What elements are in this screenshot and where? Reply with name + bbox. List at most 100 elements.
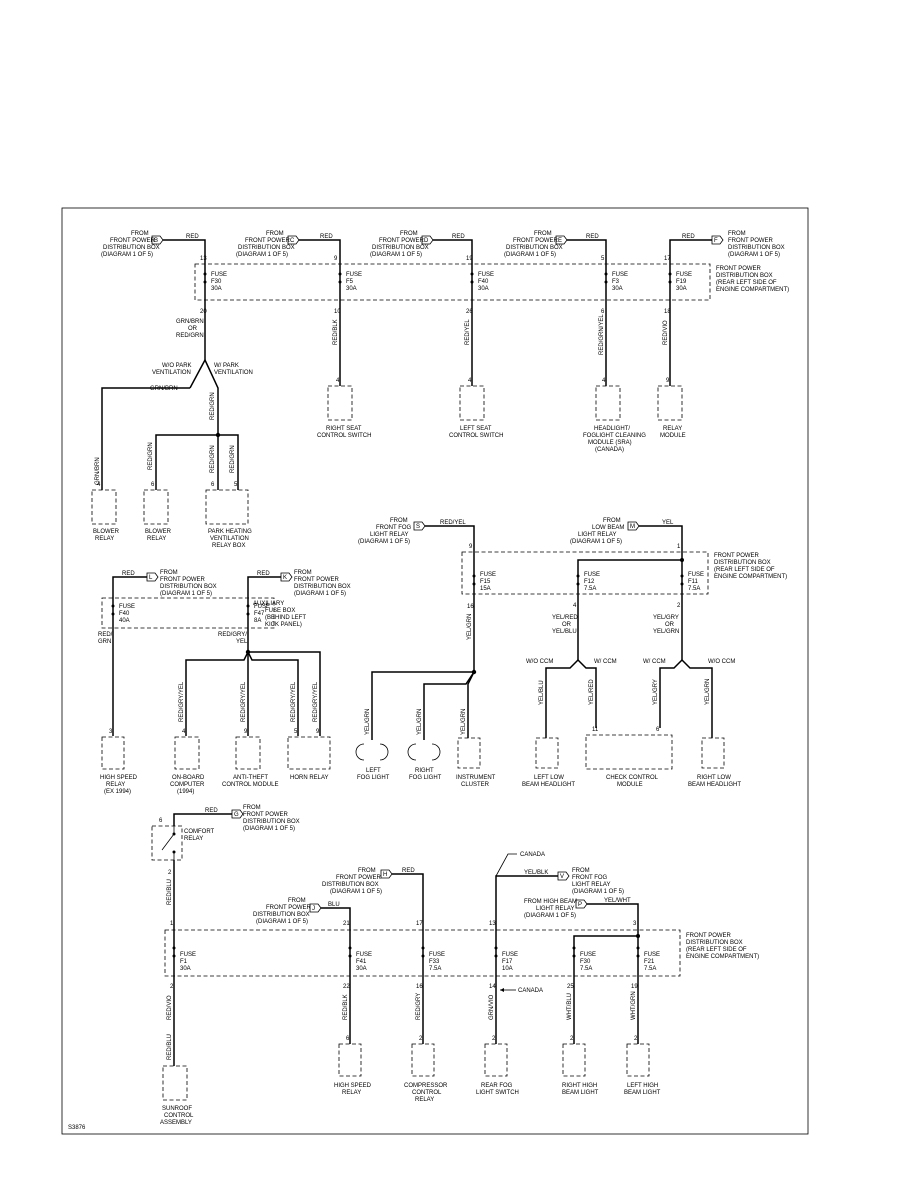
- svg-text:RED: RED: [682, 234, 695, 240]
- svg-text:DISTRIBUTION BOX: DISTRIBUTION BOX: [322, 882, 379, 888]
- comfort-relay: [151, 825, 183, 861]
- svg-text:CONTROL SWITCH: CONTROL SWITCH: [449, 433, 503, 439]
- svg-text:F30: F30: [211, 279, 222, 285]
- svg-text:(CANADA): (CANADA): [595, 447, 624, 453]
- svg-text:FROM: FROM: [358, 868, 376, 874]
- svg-text:19: 19: [631, 984, 638, 990]
- svg-text:AUXILIARY: AUXILIARY: [253, 601, 284, 607]
- svg-text:RELAY BOX: RELAY BOX: [212, 543, 245, 549]
- svg-text:FROM: FROM: [266, 231, 284, 237]
- svg-text:25: 25: [567, 984, 574, 990]
- svg-text:YEL/RED: YEL/RED: [552, 615, 578, 621]
- svg-text:26: 26: [466, 309, 473, 315]
- svg-text:F11: F11: [688, 579, 699, 585]
- svg-text:4: 4: [573, 603, 577, 609]
- svg-text:FRONT FOG: FRONT FOG: [376, 525, 412, 531]
- svg-text:LEFT HIGH: LEFT HIGH: [627, 1083, 658, 1089]
- svg-text:DISTRIBUTION BOX: DISTRIBUTION BOX: [506, 245, 563, 251]
- svg-text:P: P: [578, 902, 582, 908]
- svg-text:30A: 30A: [180, 966, 191, 972]
- svg-text:RED/YEL: RED/YEL: [465, 319, 471, 345]
- svg-text:20: 20: [200, 309, 207, 315]
- svg-text:FUSE BOX: FUSE BOX: [265, 608, 295, 614]
- svg-text:RELAY: RELAY: [663, 426, 682, 432]
- sunroof-control-assembly: SUNROOF CONTROL ASSEMBLY: [160, 1065, 194, 1126]
- svg-text:(DIAGRAM 1 OF 5): (DIAGRAM 1 OF 5): [294, 591, 346, 597]
- svg-text:4: 4: [602, 378, 606, 384]
- svg-text:RED/GRN: RED/GRN: [176, 333, 204, 339]
- svg-text:LIGHT RELAY: LIGHT RELAY: [578, 532, 616, 538]
- svg-text:LEFT LOW: LEFT LOW: [534, 775, 564, 781]
- front-power-distribution-box-top: [194, 263, 711, 301]
- svg-text:W/ CCM: W/ CCM: [643, 659, 666, 665]
- svg-text:4: 4: [182, 729, 186, 735]
- svg-text:W/O PARK: W/O PARK: [162, 363, 192, 369]
- svg-text:ENGINE COMPARTMENT): ENGINE COMPARTMENT): [686, 954, 759, 960]
- svg-text:LIGHT RELAY: LIGHT RELAY: [370, 532, 408, 538]
- svg-text:13: 13: [200, 256, 207, 262]
- svg-text:LIGHT SWITCH: LIGHT SWITCH: [476, 1090, 519, 1096]
- svg-text:MODULE (SRA): MODULE (SRA): [588, 440, 632, 446]
- svg-text:BLOWER: BLOWER: [145, 529, 172, 535]
- svg-text:F19: F19: [676, 279, 687, 285]
- svg-text:13: 13: [489, 921, 496, 927]
- svg-text:YEL/BLK: YEL/BLK: [524, 870, 548, 876]
- blower-relay-2: 6 BLOWER RELAY: [143, 482, 172, 542]
- svg-text:DISTRIBUTION BOX: DISTRIBUTION BOX: [714, 560, 771, 566]
- svg-text:CHECK CONTROL: CHECK CONTROL: [606, 775, 659, 781]
- svg-text:WHT/BLU: WHT/BLU: [567, 993, 573, 1020]
- svg-text:3: 3: [109, 729, 113, 735]
- svg-text:RELAY: RELAY: [184, 836, 203, 842]
- svg-text:7.5A: 7.5A: [644, 966, 656, 972]
- svg-text:2: 2: [170, 984, 174, 990]
- svg-text:RED: RED: [205, 808, 218, 814]
- svg-text:RED/GRY/YEL: RED/GRY/YEL: [313, 681, 319, 722]
- svg-text:FRONT POWER: FRONT POWER: [243, 812, 289, 818]
- svg-text:22: 22: [343, 984, 350, 990]
- svg-text:MODULE: MODULE: [617, 782, 643, 788]
- svg-text:5: 5: [601, 256, 605, 262]
- svg-text:DISTRIBUTION BOX: DISTRIBUTION BOX: [253, 912, 310, 918]
- svg-text:6: 6: [159, 818, 163, 824]
- svg-text:FOG LIGHT: FOG LIGHT: [409, 775, 442, 781]
- svg-text:W/ CCM: W/ CCM: [594, 659, 617, 665]
- svg-text:FUSE: FUSE: [688, 572, 704, 578]
- svg-text:RIGHT SEAT: RIGHT SEAT: [326, 426, 362, 432]
- svg-text:F40: F40: [478, 279, 489, 285]
- svg-text:RELAY: RELAY: [106, 782, 125, 788]
- svg-text:FUSE: FUSE: [612, 272, 628, 278]
- svg-text:DISTRIBUTION BOX: DISTRIBUTION BOX: [243, 819, 300, 825]
- svg-text:YEL/GRN: YEL/GRN: [417, 709, 423, 735]
- svg-text:FUSE: FUSE: [644, 952, 660, 958]
- svg-text:BEAM HEADLIGHT: BEAM HEADLIGHT: [522, 782, 575, 788]
- svg-text:LIGHT RELAY: LIGHT RELAY: [536, 906, 574, 912]
- svg-text:6: 6: [346, 1036, 350, 1042]
- svg-text:FUSE: FUSE: [676, 272, 692, 278]
- onboard-computer: 4 ON-BOARD COMPUTER (1994): [170, 729, 205, 795]
- left-fog-light: LEFT FOG LIGHT: [355, 743, 390, 781]
- svg-text:DISTRIBUTION BOX: DISTRIBUTION BOX: [716, 273, 773, 279]
- svg-text:RELAY: RELAY: [415, 1097, 434, 1103]
- svg-text:RED/GRN/YEL: RED/GRN/YEL: [599, 314, 605, 355]
- svg-text:RED/YEL: RED/YEL: [440, 520, 466, 526]
- circuit-f33: H FROM FRONT POWER DISTRIBUTION BOX (DIA…: [322, 868, 445, 1044]
- svg-text:FUSE: FUSE: [211, 272, 227, 278]
- svg-text:FROM: FROM: [294, 570, 312, 576]
- svg-text:FRONT POWER: FRONT POWER: [686, 933, 732, 939]
- front-power-distribution-box-mid: [461, 551, 709, 595]
- svg-text:F12: F12: [584, 579, 595, 585]
- svg-text:7.5A: 7.5A: [580, 966, 592, 972]
- svg-text:(DIAGRAM 1 OF 5): (DIAGRAM 1 OF 5): [358, 539, 410, 545]
- svg-text:YEL/GRN: YEL/GRN: [653, 629, 679, 635]
- svg-text:RED/GRY: RED/GRY: [416, 993, 422, 1020]
- svg-text:FUSE: FUSE: [502, 952, 518, 958]
- svg-text:RED: RED: [122, 571, 135, 577]
- svg-text:COMFORT: COMFORT: [184, 829, 215, 835]
- svg-text:(DIAGRAM 1 OF 5): (DIAGRAM 1 OF 5): [504, 252, 556, 258]
- svg-text:ENGINE COMPARTMENT): ENGINE COMPARTMENT): [716, 287, 789, 293]
- svg-text:2: 2: [492, 1036, 496, 1042]
- svg-text:W/O CCM: W/O CCM: [708, 659, 735, 665]
- svg-text:FRONT FOG: FRONT FOG: [572, 875, 608, 881]
- svg-text:RED: RED: [186, 234, 199, 240]
- svg-text:INSTRUMENT: INSTRUMENT: [456, 775, 496, 781]
